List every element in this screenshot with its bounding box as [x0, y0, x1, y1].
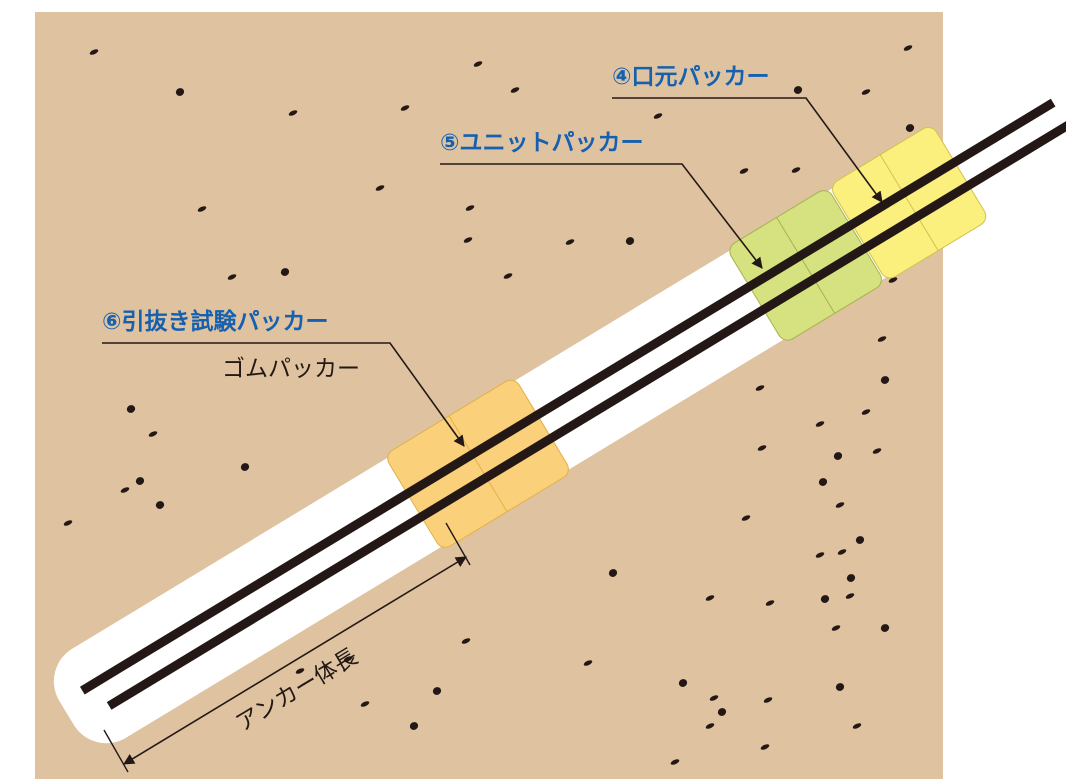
packer-divider-pullout: [448, 415, 508, 512]
soil-dot: [148, 431, 158, 437]
soil-dot: [705, 723, 715, 729]
soil-dot: [741, 515, 751, 521]
soil-dot: [820, 595, 830, 603]
extension-line-packer: [445, 522, 471, 566]
soil-dot: [755, 385, 765, 391]
soil-dot: [120, 487, 130, 493]
soil-dot: [880, 624, 890, 632]
soil-dot: [845, 593, 855, 599]
soil-dot: [227, 274, 237, 280]
soil-dot: [855, 536, 865, 544]
soil-dot: [760, 744, 770, 750]
soil-dot: [653, 113, 663, 119]
soil-dot: [280, 268, 290, 276]
soil-dot: [793, 86, 803, 94]
pullout-packer-label: ⑥引抜き試験パッカー: [102, 308, 328, 335]
anchor-length-dimension: [123, 556, 467, 765]
soil-dot: [400, 105, 410, 111]
soil-dot: [503, 273, 513, 279]
unit-packer-label: ⑤ユニットパッカー: [440, 130, 643, 156]
soil-dot: [608, 569, 618, 577]
soil-dot: [833, 452, 843, 460]
soil-dot: [763, 697, 773, 703]
soil-dot: [717, 708, 727, 716]
mouth-packer-label: ④口元パッカー: [612, 64, 769, 90]
soil-dot: [861, 89, 871, 95]
soil-dot: [888, 277, 898, 283]
soil-dot: [465, 205, 475, 211]
soil-dot: [175, 88, 185, 96]
packer-divider-unit: [776, 217, 836, 314]
soil-dot: [861, 409, 871, 415]
soil-dot: [791, 167, 801, 173]
extension-line-tip: [103, 729, 129, 773]
soil-dot: [565, 239, 575, 245]
soil-dot: [625, 237, 635, 245]
soil-dot: [155, 501, 165, 509]
soil-dot: [240, 463, 250, 471]
soil-dot: [89, 49, 99, 55]
unit-packer-leader: [440, 163, 763, 269]
soil-dot: [670, 759, 680, 765]
soil-dot: [872, 448, 882, 454]
soil-dot: [705, 595, 715, 601]
soil-dots: [63, 45, 915, 765]
soil-dot: [510, 87, 520, 93]
soil-dot: [846, 574, 856, 582]
soil-dot: [835, 683, 845, 691]
soil-dot: [739, 168, 749, 174]
soil-dot: [135, 477, 145, 485]
soil-dot: [583, 660, 593, 666]
soil-dot: [197, 206, 207, 212]
soil-dot: [757, 445, 767, 451]
soil-dot: [880, 376, 890, 384]
soil-dot: [678, 679, 688, 687]
soil-dot: [877, 336, 887, 342]
soil-dot: [463, 237, 473, 243]
soil-dot: [837, 549, 847, 555]
soil-dot: [288, 110, 298, 116]
soil-dot: [815, 421, 825, 427]
soil-dot: [852, 723, 862, 729]
soil-dot: [63, 520, 73, 526]
soil-dot: [473, 61, 483, 67]
soil-dot: [126, 405, 136, 413]
soil-dot: [905, 124, 915, 132]
soil-dot: [815, 552, 825, 558]
pullout-packer-leader: [102, 342, 465, 447]
soil-dot: [375, 185, 385, 191]
mouth-packer-leader: [612, 97, 883, 203]
soil-dot: [818, 478, 828, 486]
soil-dot: [831, 625, 841, 631]
soil-dot: [903, 45, 913, 51]
packer-divider-mouth: [879, 154, 939, 251]
soil-dot: [709, 695, 719, 701]
rubber-packer-label: ゴムパッカー: [222, 356, 360, 382]
soil-dot: [765, 600, 775, 606]
soil-dot: [835, 502, 845, 508]
